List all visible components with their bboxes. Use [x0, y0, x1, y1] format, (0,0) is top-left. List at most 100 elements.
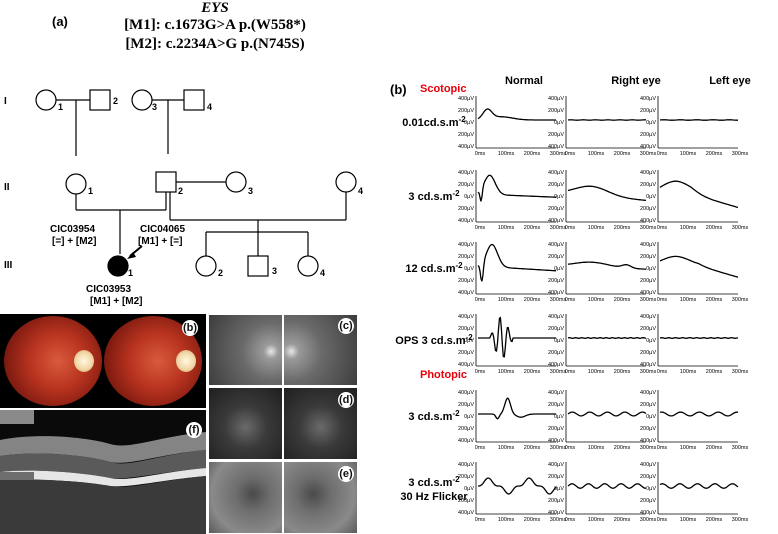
- member-II4: [335, 171, 357, 193]
- member-I2-label: 2: [113, 96, 118, 106]
- erg-x-tick: 100ms: [680, 369, 697, 375]
- panel-d-label: (d): [338, 392, 354, 408]
- erg-y-tick: 200µV: [640, 132, 656, 138]
- member-II1-label: 1: [88, 186, 93, 196]
- erg-y-tick: 200µV: [548, 206, 564, 212]
- erg-row-label-3: OPS 3 cd.s.m-2: [395, 333, 473, 347]
- erg-y-tick: 400µV: [640, 462, 656, 468]
- member-I1-label: 1: [58, 102, 63, 112]
- erg-x-tick: 300ms: [550, 517, 567, 523]
- erg-x-tick: 100ms: [498, 517, 515, 523]
- father-genotype: [M1] + [=]: [138, 236, 182, 247]
- erg-trace: [567, 185, 647, 202]
- erg-x-tick: 200ms: [524, 151, 541, 157]
- erg-x-tick: 300ms: [732, 369, 749, 375]
- erg-y-tick: 200µV: [458, 132, 474, 138]
- erg-x-tick: 0ms: [475, 151, 486, 157]
- erg-trace: [659, 180, 739, 209]
- erg-x-tick: 100ms: [588, 225, 605, 231]
- member-II2-label: 2: [178, 186, 183, 196]
- erg-x-tick: 200ms: [614, 297, 631, 303]
- column-normal: Normal: [505, 75, 543, 87]
- erg-y-tick: 400µV: [640, 144, 656, 150]
- erg-y-tick: 400µV: [548, 462, 564, 468]
- column-right-eye: Right eye: [611, 75, 661, 87]
- erg-x-tick: 0ms: [657, 517, 668, 523]
- erg-x-tick: 200ms: [614, 151, 631, 157]
- erg-y-tick: 400µV: [458, 390, 474, 396]
- father-id: CIC04065: [140, 224, 185, 235]
- erg-trace: [567, 483, 646, 489]
- erg-x-tick: 100ms: [680, 517, 697, 523]
- erg-x-tick: 300ms: [640, 445, 657, 451]
- erg-x-tick: 300ms: [550, 297, 567, 303]
- erg-x-tick: 300ms: [550, 225, 567, 231]
- fundus-right-eye: [4, 316, 102, 406]
- erg-y-tick: 0µV: [646, 338, 656, 344]
- member-II3: [225, 171, 247, 193]
- erg-x-tick: 200ms: [614, 517, 631, 523]
- erg-x-tick: 0ms: [657, 225, 668, 231]
- mother-id: CIC03954: [50, 224, 95, 235]
- erg-x-tick: 100ms: [680, 297, 697, 303]
- erg-trace: [477, 174, 556, 202]
- erg-x-tick: 200ms: [706, 369, 723, 375]
- erg-y-tick: 200µV: [640, 326, 656, 332]
- panel-b-fundus-label: (b): [182, 320, 198, 336]
- erg-y-tick: 400µV: [548, 510, 564, 516]
- erg-y-tick: 400µV: [640, 170, 656, 176]
- erg-y-tick: 400µV: [640, 242, 656, 248]
- erg-y-tick: 200µV: [458, 426, 474, 432]
- erg-y-tick: 400µV: [640, 510, 656, 516]
- erg-x-tick: 100ms: [498, 151, 515, 157]
- erg-x-tick: 300ms: [640, 225, 657, 231]
- erg-x-tick: 0ms: [565, 517, 576, 523]
- erg-x-tick: 200ms: [524, 517, 541, 523]
- erg-x-tick: 100ms: [498, 445, 515, 451]
- member-III2: [195, 255, 217, 277]
- erg-x-tick: 0ms: [565, 369, 576, 375]
- mutation-m2: [M2]: c.2234A>G p.(N745S): [125, 36, 305, 52]
- erg-row-label-5: 3 cd.s.m-2: [408, 475, 460, 489]
- erg-x-tick: 0ms: [565, 225, 576, 231]
- erg-y-tick: 400µV: [458, 242, 474, 248]
- erg-y-tick: 200µV: [548, 254, 564, 260]
- panel-e-label: (e): [338, 466, 354, 482]
- erg-y-tick: 400µV: [548, 314, 564, 320]
- erg-y-tick: 400µV: [640, 96, 656, 102]
- erg-row-label-0: 0.01cd.s.m-2: [402, 115, 466, 129]
- erg-x-tick: 100ms: [680, 151, 697, 157]
- member-III1-proband: [107, 255, 129, 277]
- erg-x-tick: 0ms: [657, 445, 668, 451]
- panel-f-label: (f): [186, 422, 202, 438]
- erg-trace: [477, 243, 557, 282]
- erg-y-tick: 400µV: [548, 362, 564, 368]
- erg-x-tick: 300ms: [550, 445, 567, 451]
- erg-y-tick: 0µV: [554, 194, 564, 200]
- erg-trace: [567, 337, 647, 339]
- erg-trace: [659, 411, 739, 417]
- image-d-right: [208, 387, 283, 460]
- erg-trace: [477, 108, 556, 121]
- erg-x-tick: 0ms: [475, 225, 486, 231]
- erg-y-tick: 400µV: [548, 218, 564, 224]
- erg-x-tick: 300ms: [640, 517, 657, 523]
- member-I4-label: 4: [207, 102, 212, 112]
- erg-x-tick: 200ms: [614, 225, 631, 231]
- member-III2-label: 2: [218, 268, 223, 278]
- erg-y-tick: 200µV: [458, 350, 474, 356]
- erg-y-tick: 400µV: [458, 290, 474, 296]
- member-II4-label: 4: [358, 186, 363, 196]
- erg-y-tick: 200µV: [548, 498, 564, 504]
- erg-y-tick: 200µV: [640, 426, 656, 432]
- erg-y-tick: 200µV: [548, 326, 564, 332]
- erg-y-tick: 200µV: [458, 108, 474, 114]
- erg-y-tick: 200µV: [640, 108, 656, 114]
- generation-II: II: [4, 182, 10, 193]
- gene-name: EYS: [201, 0, 229, 16]
- erg-y-tick: 400µV: [458, 362, 474, 368]
- erg-x-tick: 200ms: [524, 445, 541, 451]
- member-II2: [155, 171, 177, 193]
- erg-y-tick: 400µV: [458, 438, 474, 444]
- erg-y-tick: 200µV: [548, 182, 564, 188]
